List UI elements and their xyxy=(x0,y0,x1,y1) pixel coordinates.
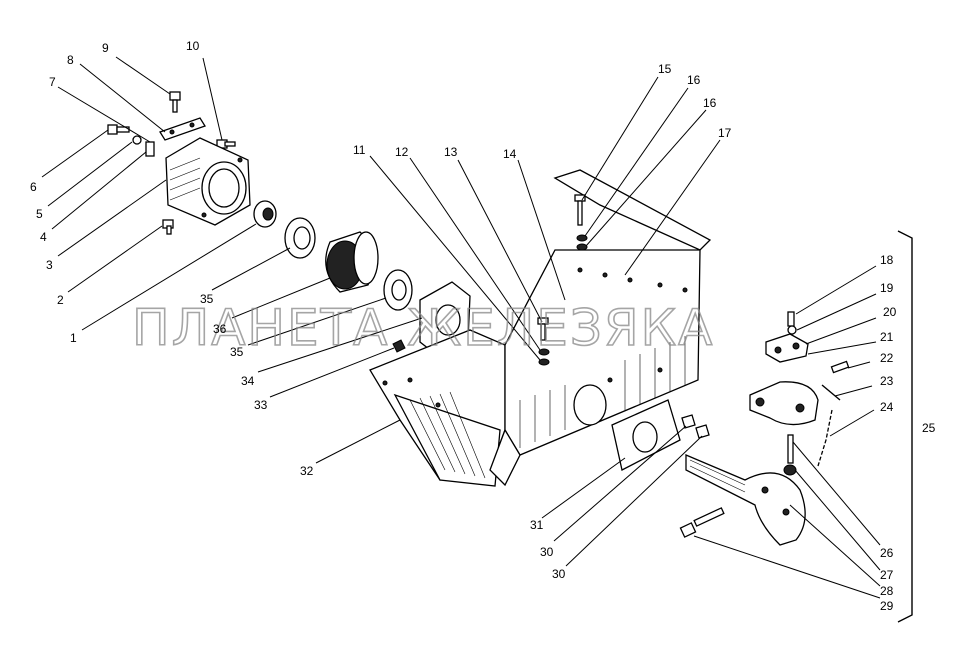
callout-36: 36 xyxy=(213,322,227,336)
plate-8 xyxy=(159,117,206,141)
bolt-18 xyxy=(787,311,795,327)
callout-22: 22 xyxy=(880,351,894,365)
callout-12: 12 xyxy=(395,145,409,159)
watermark-text: ПЛАНЕТА ЖЕЛЕЗЯКА xyxy=(132,299,714,357)
bolt-9 xyxy=(169,91,181,113)
washer-19 xyxy=(787,325,797,335)
frame-32 xyxy=(369,329,506,487)
nut-30-b xyxy=(695,424,710,439)
callout-5: 5 xyxy=(36,207,43,221)
bolt-2 xyxy=(162,219,174,235)
pin-22 xyxy=(830,360,850,374)
callout-11: 11 xyxy=(353,143,366,157)
bolt-15 xyxy=(574,194,586,226)
callout-9: 9 xyxy=(102,41,109,55)
seal-35-right xyxy=(383,269,413,311)
hook-body-23 xyxy=(749,381,819,426)
callout-8: 8 xyxy=(67,53,74,67)
callout-30-upper: 30 xyxy=(540,545,554,559)
callout-33: 33 xyxy=(254,398,268,412)
washer-12 xyxy=(538,348,550,356)
nut-33 xyxy=(392,339,406,353)
callout-3: 3 xyxy=(46,258,53,272)
callout-26: 26 xyxy=(880,546,894,560)
bush-1 xyxy=(253,200,277,228)
callout-16-lower: 16 xyxy=(703,96,717,110)
callout-20: 20 xyxy=(883,305,897,319)
callout-labels: 9 10 8 7 6 5 4 3 2 1 35 36 35 34 33 32 1… xyxy=(30,39,936,613)
callout-23: 23 xyxy=(880,374,894,388)
bracket-frame xyxy=(489,169,712,487)
callout-2: 2 xyxy=(57,293,64,307)
callout-35-right: 35 xyxy=(230,345,244,359)
callout-34: 34 xyxy=(241,374,255,388)
callout-28: 28 xyxy=(880,584,894,598)
callout-7: 7 xyxy=(49,75,56,89)
leader-lines xyxy=(41,56,881,599)
callout-32: 32 xyxy=(300,464,314,478)
callout-25: 25 xyxy=(922,421,936,435)
callout-27: 27 xyxy=(880,568,894,582)
callout-29: 29 xyxy=(880,599,894,613)
callout-21: 21 xyxy=(880,330,894,344)
callout-13: 13 xyxy=(444,145,458,159)
washer-16 xyxy=(576,234,588,242)
callout-35-left: 35 xyxy=(200,292,214,306)
housing-3 xyxy=(165,137,251,226)
seal-35-left xyxy=(284,217,316,259)
clip-4 xyxy=(145,141,155,157)
bolt-6 xyxy=(107,124,130,135)
callout-30-lower: 30 xyxy=(552,567,566,581)
callout-17: 17 xyxy=(718,126,732,140)
latch-20 xyxy=(765,333,809,363)
callout-16-upper: 16 xyxy=(687,73,701,87)
callout-6: 6 xyxy=(30,180,37,194)
callout-14: 14 xyxy=(503,147,517,161)
callout-4: 4 xyxy=(40,230,47,244)
parts-layer xyxy=(107,91,850,546)
bolt-29 xyxy=(679,507,725,538)
nut-16 xyxy=(576,243,588,251)
callout-1: 1 xyxy=(70,331,77,345)
callout-10: 10 xyxy=(186,39,200,53)
group-bracket-25 xyxy=(897,230,913,623)
callout-19: 19 xyxy=(880,281,894,295)
callout-18: 18 xyxy=(880,253,894,267)
bolt-26 xyxy=(783,434,797,476)
chain-24 xyxy=(817,384,841,467)
washer-5 xyxy=(132,135,142,145)
bolt-13 xyxy=(537,317,549,341)
rubber-bush-36 xyxy=(325,231,379,293)
nut-30-a xyxy=(681,414,696,429)
callout-15: 15 xyxy=(658,62,672,76)
nut-11 xyxy=(538,358,550,366)
tow-hook-27 xyxy=(685,454,806,546)
gasket-31 xyxy=(611,399,681,471)
callout-24: 24 xyxy=(880,400,894,414)
callout-31: 31 xyxy=(530,518,544,532)
